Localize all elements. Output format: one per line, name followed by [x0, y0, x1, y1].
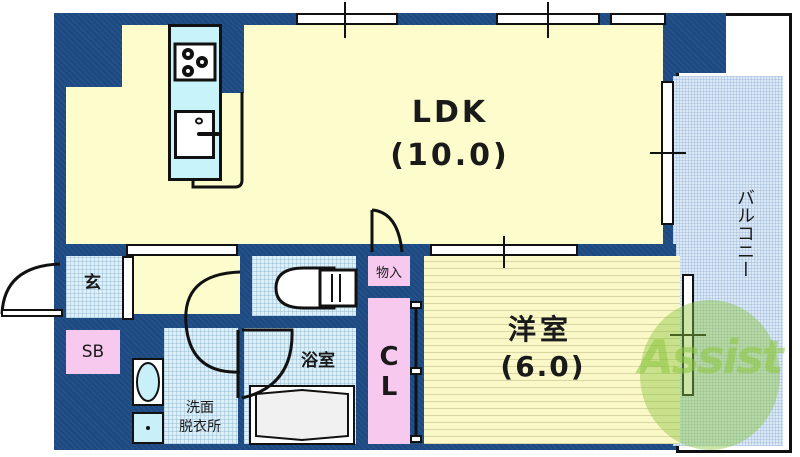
window-ldk-top-corner[interactable] [610, 13, 666, 25]
window-ldk-top-left[interactable] [296, 13, 398, 25]
ldk-label: LDK [411, 95, 489, 130]
entrance-door[interactable] [0, 258, 70, 318]
toilet-icon [274, 266, 358, 310]
window-mark [344, 2, 346, 38]
room-washroom [164, 328, 238, 444]
ldk-size: (10.0) [390, 138, 510, 173]
bathroom-door[interactable] [232, 326, 302, 406]
western-room-size: (6.0) [500, 350, 586, 383]
washroom-label-2: 脱衣所 [179, 419, 221, 435]
washbasin-icon [132, 358, 164, 444]
shoe-box [66, 330, 120, 374]
window-mark [650, 152, 686, 154]
shoe-box-label: SB [81, 342, 105, 362]
closet [368, 298, 410, 444]
room-entrance [66, 256, 122, 318]
closet-door[interactable] [408, 300, 424, 446]
balcony-corner-wall [662, 13, 726, 73]
closet-label-c: C [379, 342, 399, 372]
window-mark [503, 236, 505, 268]
counter-edge [191, 92, 244, 189]
washroom-label-1: 洗面 [186, 400, 214, 416]
window-mark [547, 2, 549, 38]
ldk-corner-wall [54, 13, 122, 87]
washroom-door[interactable] [180, 262, 250, 382]
kitchen-wall [219, 25, 244, 93]
storage [368, 256, 410, 286]
entrance-label: 玄 [84, 273, 101, 293]
sink-icon [174, 110, 220, 159]
watermark-text: Assist [638, 330, 784, 384]
watermark-logo [640, 300, 780, 450]
balcony-label: バルコニー [734, 188, 755, 278]
closet-label-l: L [380, 372, 398, 402]
storage-door[interactable] [362, 204, 414, 258]
bathtub-icon [249, 385, 355, 445]
western-room-label: 洋室 [507, 313, 572, 346]
stove-icon [173, 42, 217, 82]
bathroom-label: 浴室 [301, 351, 335, 371]
room-western [424, 256, 680, 444]
room-ldk [66, 25, 663, 244]
hallway [130, 256, 240, 314]
entrance-step-wall [122, 256, 134, 320]
hallway-door-slide[interactable] [126, 244, 238, 256]
window-mark [670, 334, 706, 336]
storage-label: 物入 [375, 266, 402, 281]
